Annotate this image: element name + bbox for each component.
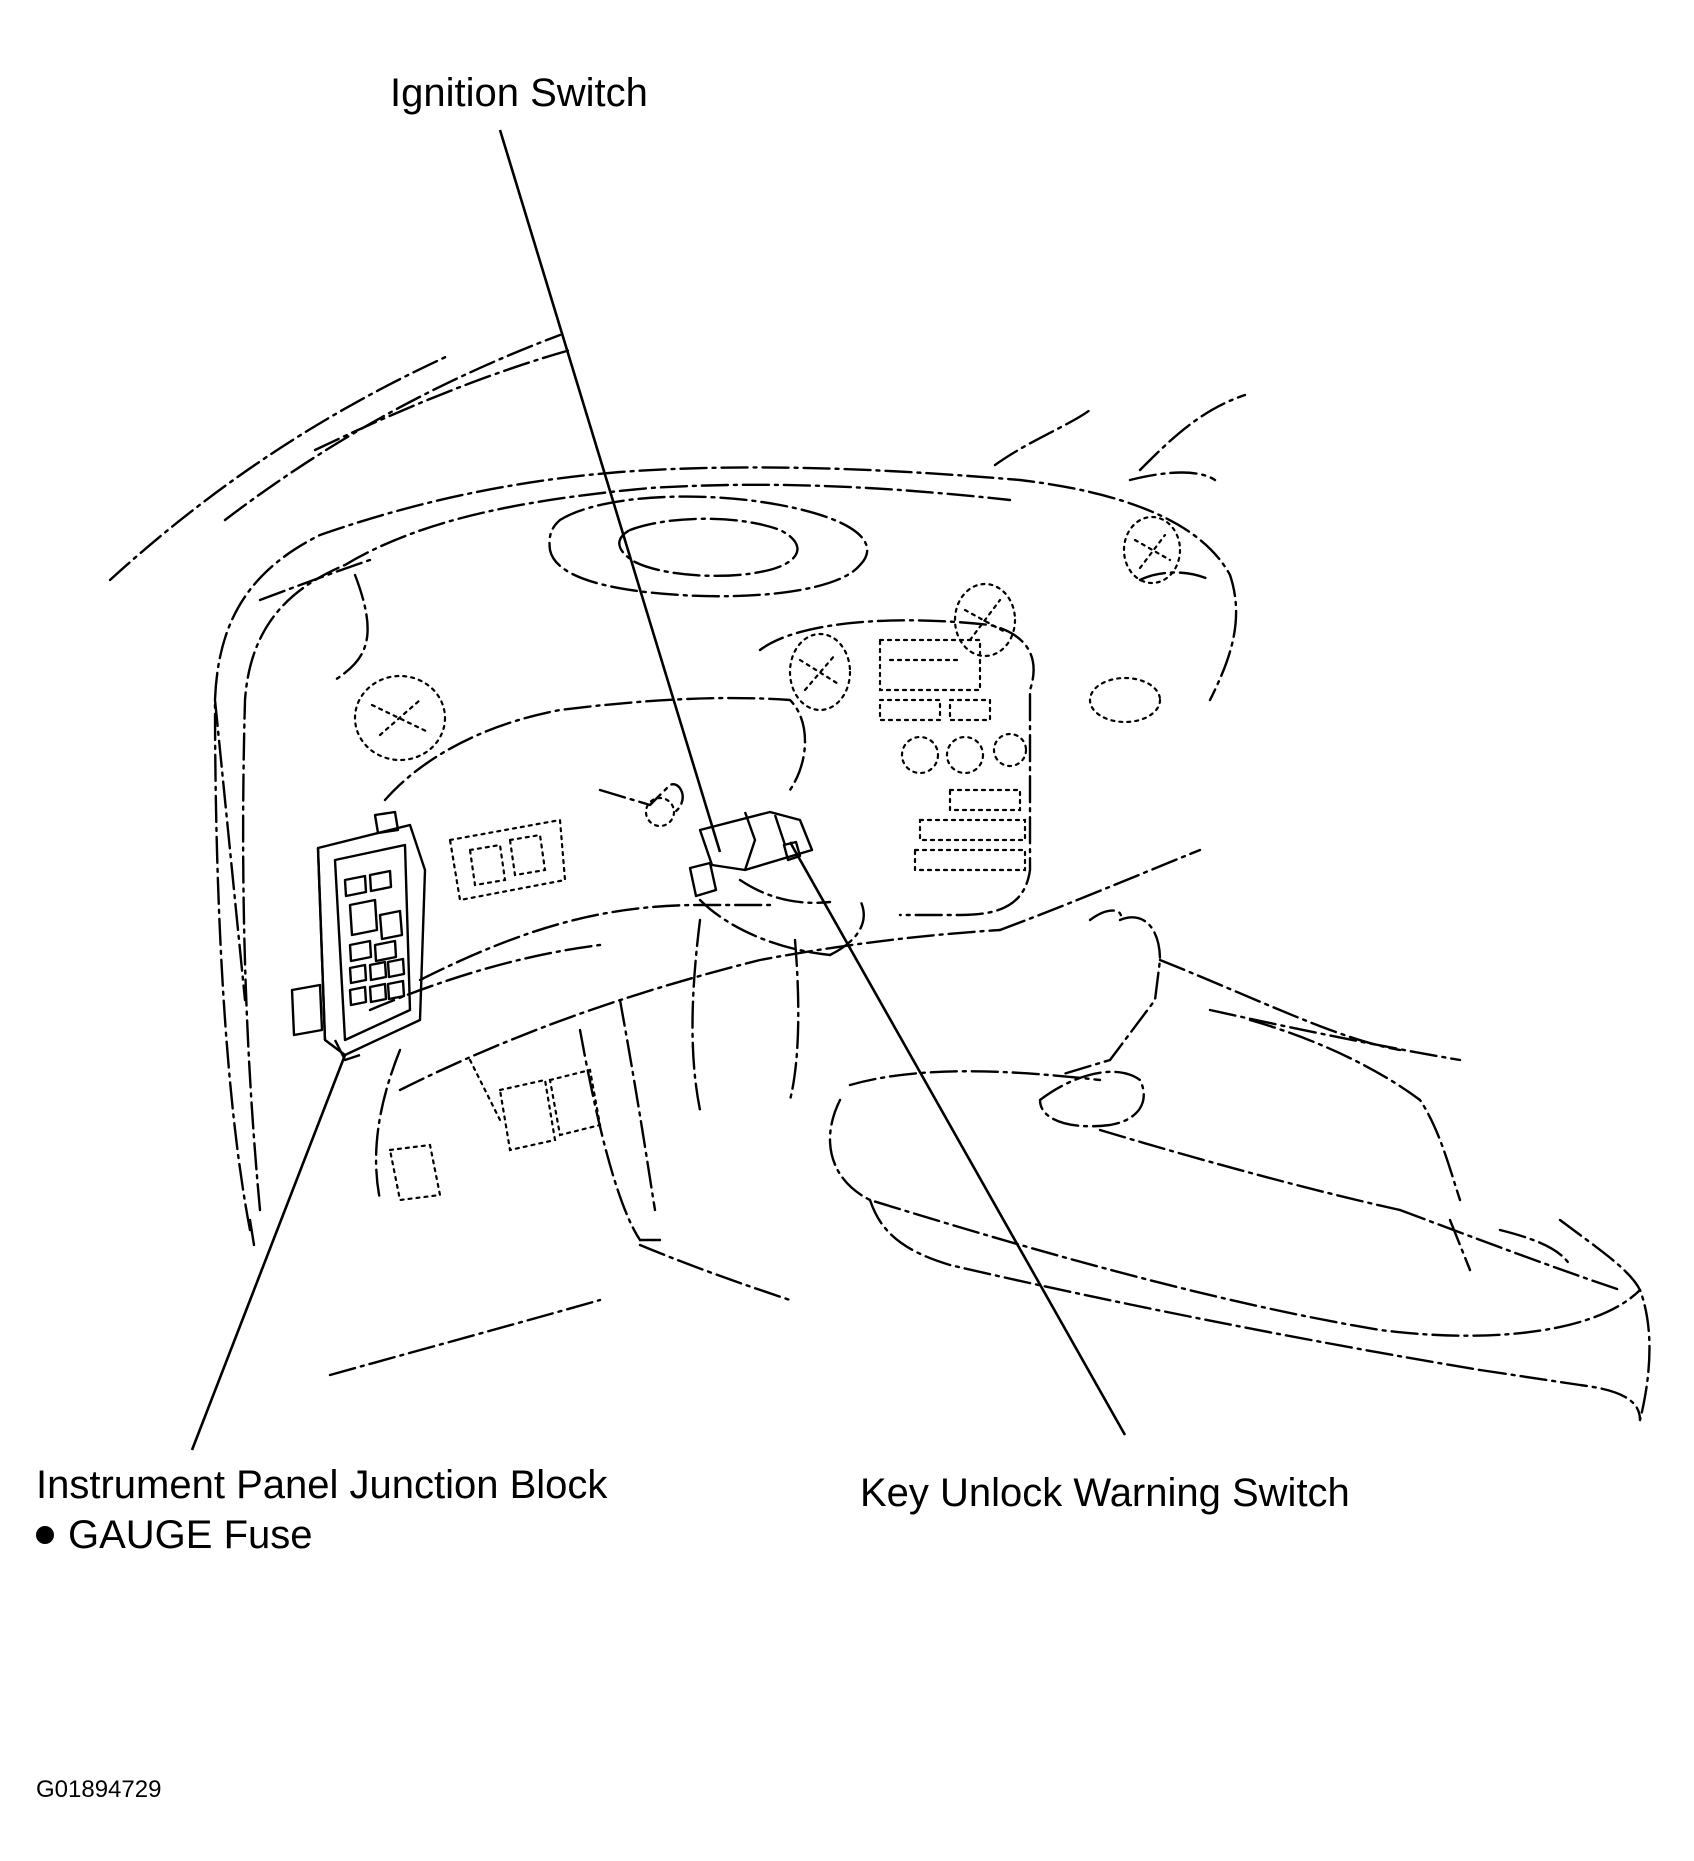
bullet-icon — [36, 1526, 54, 1544]
console-and-shifter — [828, 909, 1651, 1422]
junction-block — [290, 810, 427, 1062]
gauge-fuse-text: GAUGE Fuse — [68, 1513, 313, 1557]
windshield-lines — [108, 333, 1247, 582]
air-vents — [353, 515, 1182, 762]
junction-block-label: Instrument Panel Junction Block — [36, 1463, 608, 1507]
key-unlock-warning-switch-label: Key Unlock Warning Switch — [860, 1471, 1350, 1515]
callout-leader-lines — [190, 129, 1127, 1451]
dashboard-outline — [213, 466, 1238, 1247]
ignition-switch-body — [688, 810, 814, 898]
ignition-switch-label: Ignition Switch — [390, 71, 648, 115]
gauge-fuse-label: GAUGE Fuse — [36, 1512, 313, 1558]
panel-details — [388, 783, 684, 1202]
lower-dash — [328, 696, 1202, 1377]
steering-column — [698, 878, 865, 957]
figure-id: G01894729 — [36, 1776, 162, 1803]
ignition-switch-leader — [498, 129, 722, 853]
key-unlock-leader — [788, 841, 1127, 1436]
center-stack — [758, 619, 1035, 917]
junction-block-leader — [190, 1054, 347, 1451]
cluster-hood — [548, 495, 869, 598]
